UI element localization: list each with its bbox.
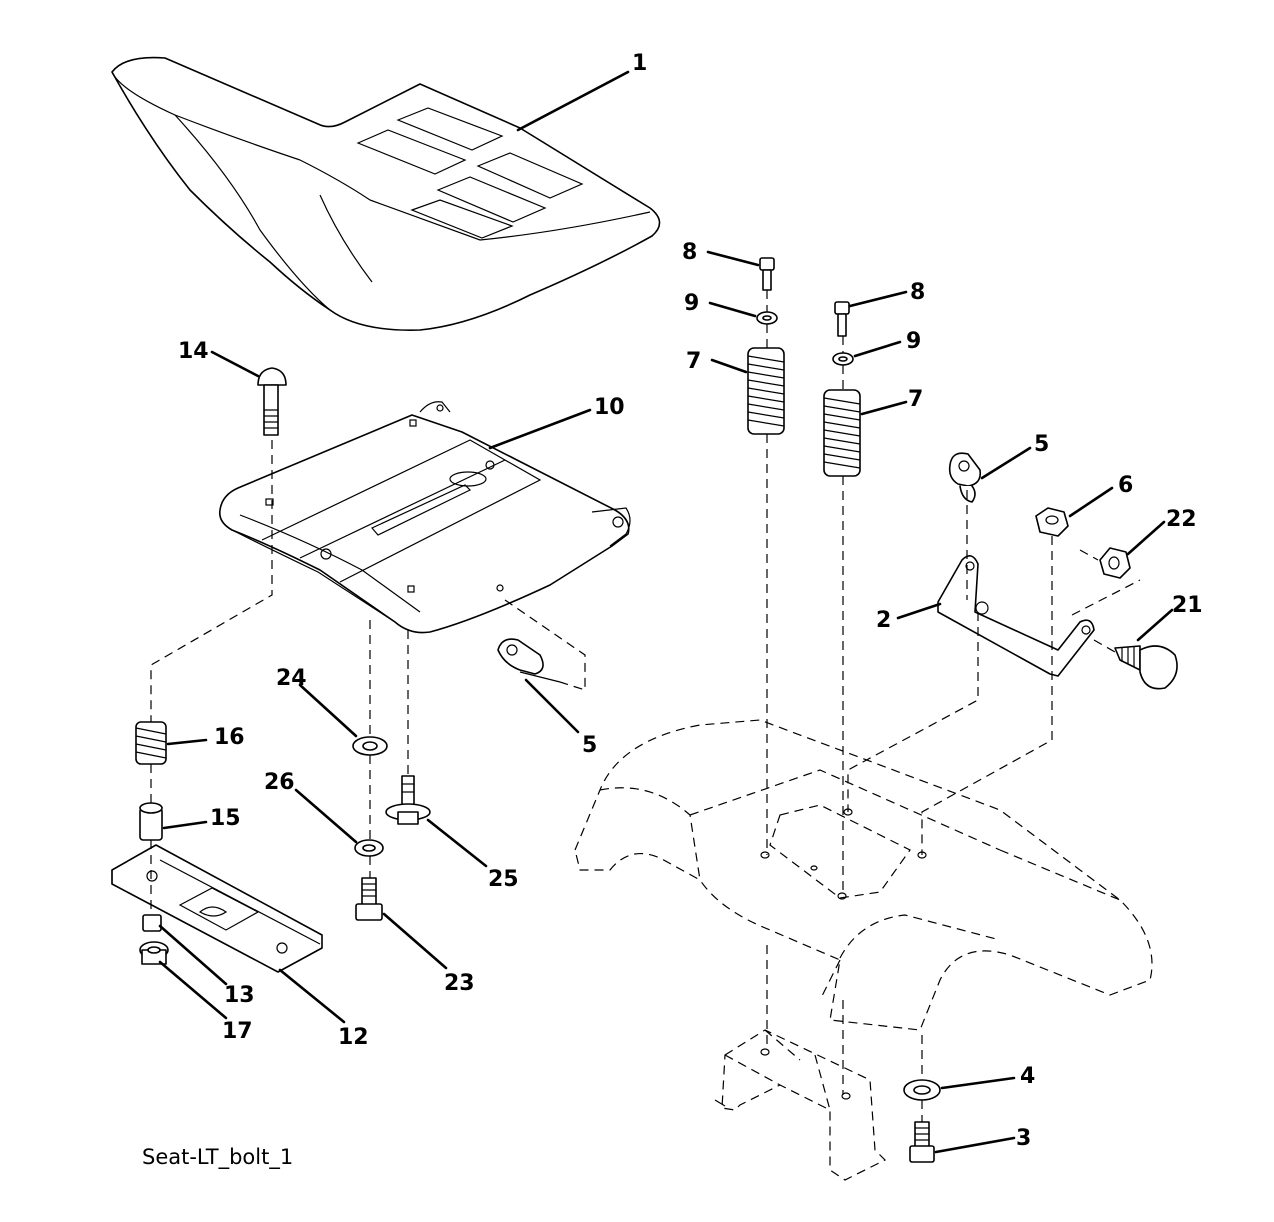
cable-clip-right [948,452,982,503]
callout-13: 13 [224,983,255,1008]
callout-labels: 1 8 9 7 8 9 7 14 10 5 6 22 21 2 24 5 16 … [178,51,1203,1151]
seat-cushion [111,56,661,331]
callout-7-left: 7 [686,349,701,374]
callout-6: 6 [1118,473,1133,498]
bolt-8-right [834,301,850,337]
callout-14: 14 [178,339,209,364]
leader-lines [158,70,1174,1154]
flange-nut [139,941,169,965]
callout-5-right: 5 [1034,432,1049,457]
lock-washer [354,839,384,857]
callout-5-left: 5 [582,733,597,758]
callout-8-right: 8 [910,280,925,305]
flat-washer [352,736,388,756]
callout-24: 24 [276,666,307,691]
cable-clip-left [497,638,561,683]
callout-15: 15 [210,806,241,831]
adjustment-bracket [937,555,1095,677]
spacer [139,802,163,841]
callout-21: 21 [1172,593,1203,618]
callout-9-left: 9 [684,291,699,316]
callout-7-right: 7 [908,387,923,412]
rear-spring [135,721,167,765]
spring-7-right [823,389,861,477]
bolt-8-left [759,257,775,291]
callout-17: 17 [222,1019,253,1044]
callout-3: 3 [1016,1126,1031,1151]
seat-panels [356,107,584,239]
tractor-frame [574,719,1153,1031]
hex-nut-small [142,914,162,932]
hex-bolt-3 [909,1121,935,1163]
callout-8-left: 8 [682,240,697,265]
callout-2: 2 [876,608,891,633]
hex-bolt-lower [355,877,383,921]
frame-mount [714,1029,887,1181]
hex-nut-22 [1099,547,1131,579]
assembly-lines [150,290,1141,1122]
callout-25: 25 [488,867,519,892]
spring-7-left [747,347,785,435]
flat-washer-4 [903,1079,941,1101]
callout-4: 4 [1020,1064,1035,1089]
washer-9-right [832,352,854,366]
carriage-bolt [257,367,287,436]
knob-bolt-21 [1114,645,1178,690]
callout-1: 1 [632,51,647,76]
callout-16: 16 [214,725,245,750]
washer-9-left [756,311,778,325]
callout-23: 23 [444,971,475,996]
seat-pan [218,401,631,634]
drawing-caption: Seat-LT_bolt_1 [142,1145,293,1170]
callout-10: 10 [594,395,625,420]
callout-9-right: 9 [906,329,921,354]
shoulder-bolt [385,775,431,825]
callout-22: 22 [1166,507,1197,532]
hex-nut-6 [1035,507,1069,537]
callout-12: 12 [338,1025,369,1050]
callout-26: 26 [264,770,295,795]
pivot-plate [111,844,323,973]
